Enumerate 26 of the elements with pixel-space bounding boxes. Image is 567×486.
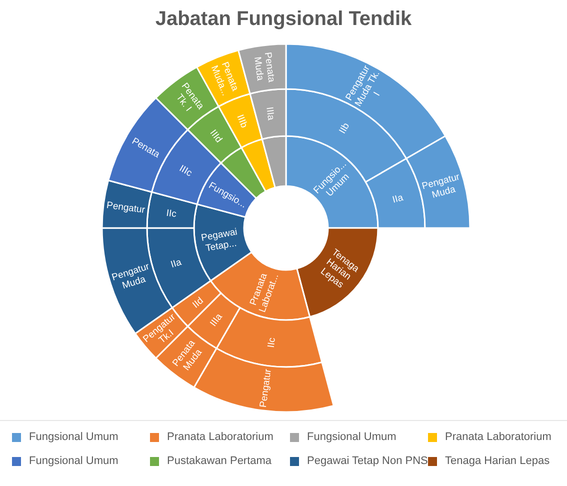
segment-label: Penata Muda bbox=[251, 52, 277, 83]
legend-label: Fungsional Umum bbox=[307, 431, 396, 443]
segment-label: IIb bbox=[337, 121, 352, 136]
legend-label: Pranata Laboratorium bbox=[167, 431, 274, 443]
segment-label: IIa bbox=[391, 192, 404, 206]
segment-label: Pegawai Tetap... bbox=[200, 226, 238, 254]
legend-label: Pegawai Tetap Non PNS bbox=[307, 455, 428, 467]
segment-label: Pengatur bbox=[106, 200, 146, 216]
legend-label: Pranata Laboratorium bbox=[445, 431, 552, 443]
segment-label: Pengatur bbox=[258, 368, 274, 408]
segment-label: IIa bbox=[169, 256, 183, 271]
segment-label: IIIa bbox=[208, 312, 225, 329]
segment-label: IIc bbox=[266, 336, 278, 348]
segment-label: IIIa bbox=[264, 106, 276, 121]
segment-label: IIIc bbox=[177, 163, 194, 180]
segment-label: IIIb bbox=[234, 113, 250, 130]
segment-label: Penata Muda... bbox=[208, 60, 240, 98]
legend-label: Fungsional Umum bbox=[29, 455, 118, 467]
legend-label: Pustakawan Pertama bbox=[167, 455, 272, 467]
segment-label: IId bbox=[190, 295, 206, 311]
segment-label: Pengatur Muda bbox=[420, 172, 461, 201]
segment-label: IIId bbox=[207, 128, 224, 145]
legend-label: Tenaga Harian Lepas bbox=[445, 455, 550, 467]
chart-title: Jabatan Fungsional Tendik bbox=[155, 8, 412, 31]
legend-label: Fungsional Umum bbox=[29, 431, 118, 443]
segment-label: IIc bbox=[166, 208, 178, 220]
